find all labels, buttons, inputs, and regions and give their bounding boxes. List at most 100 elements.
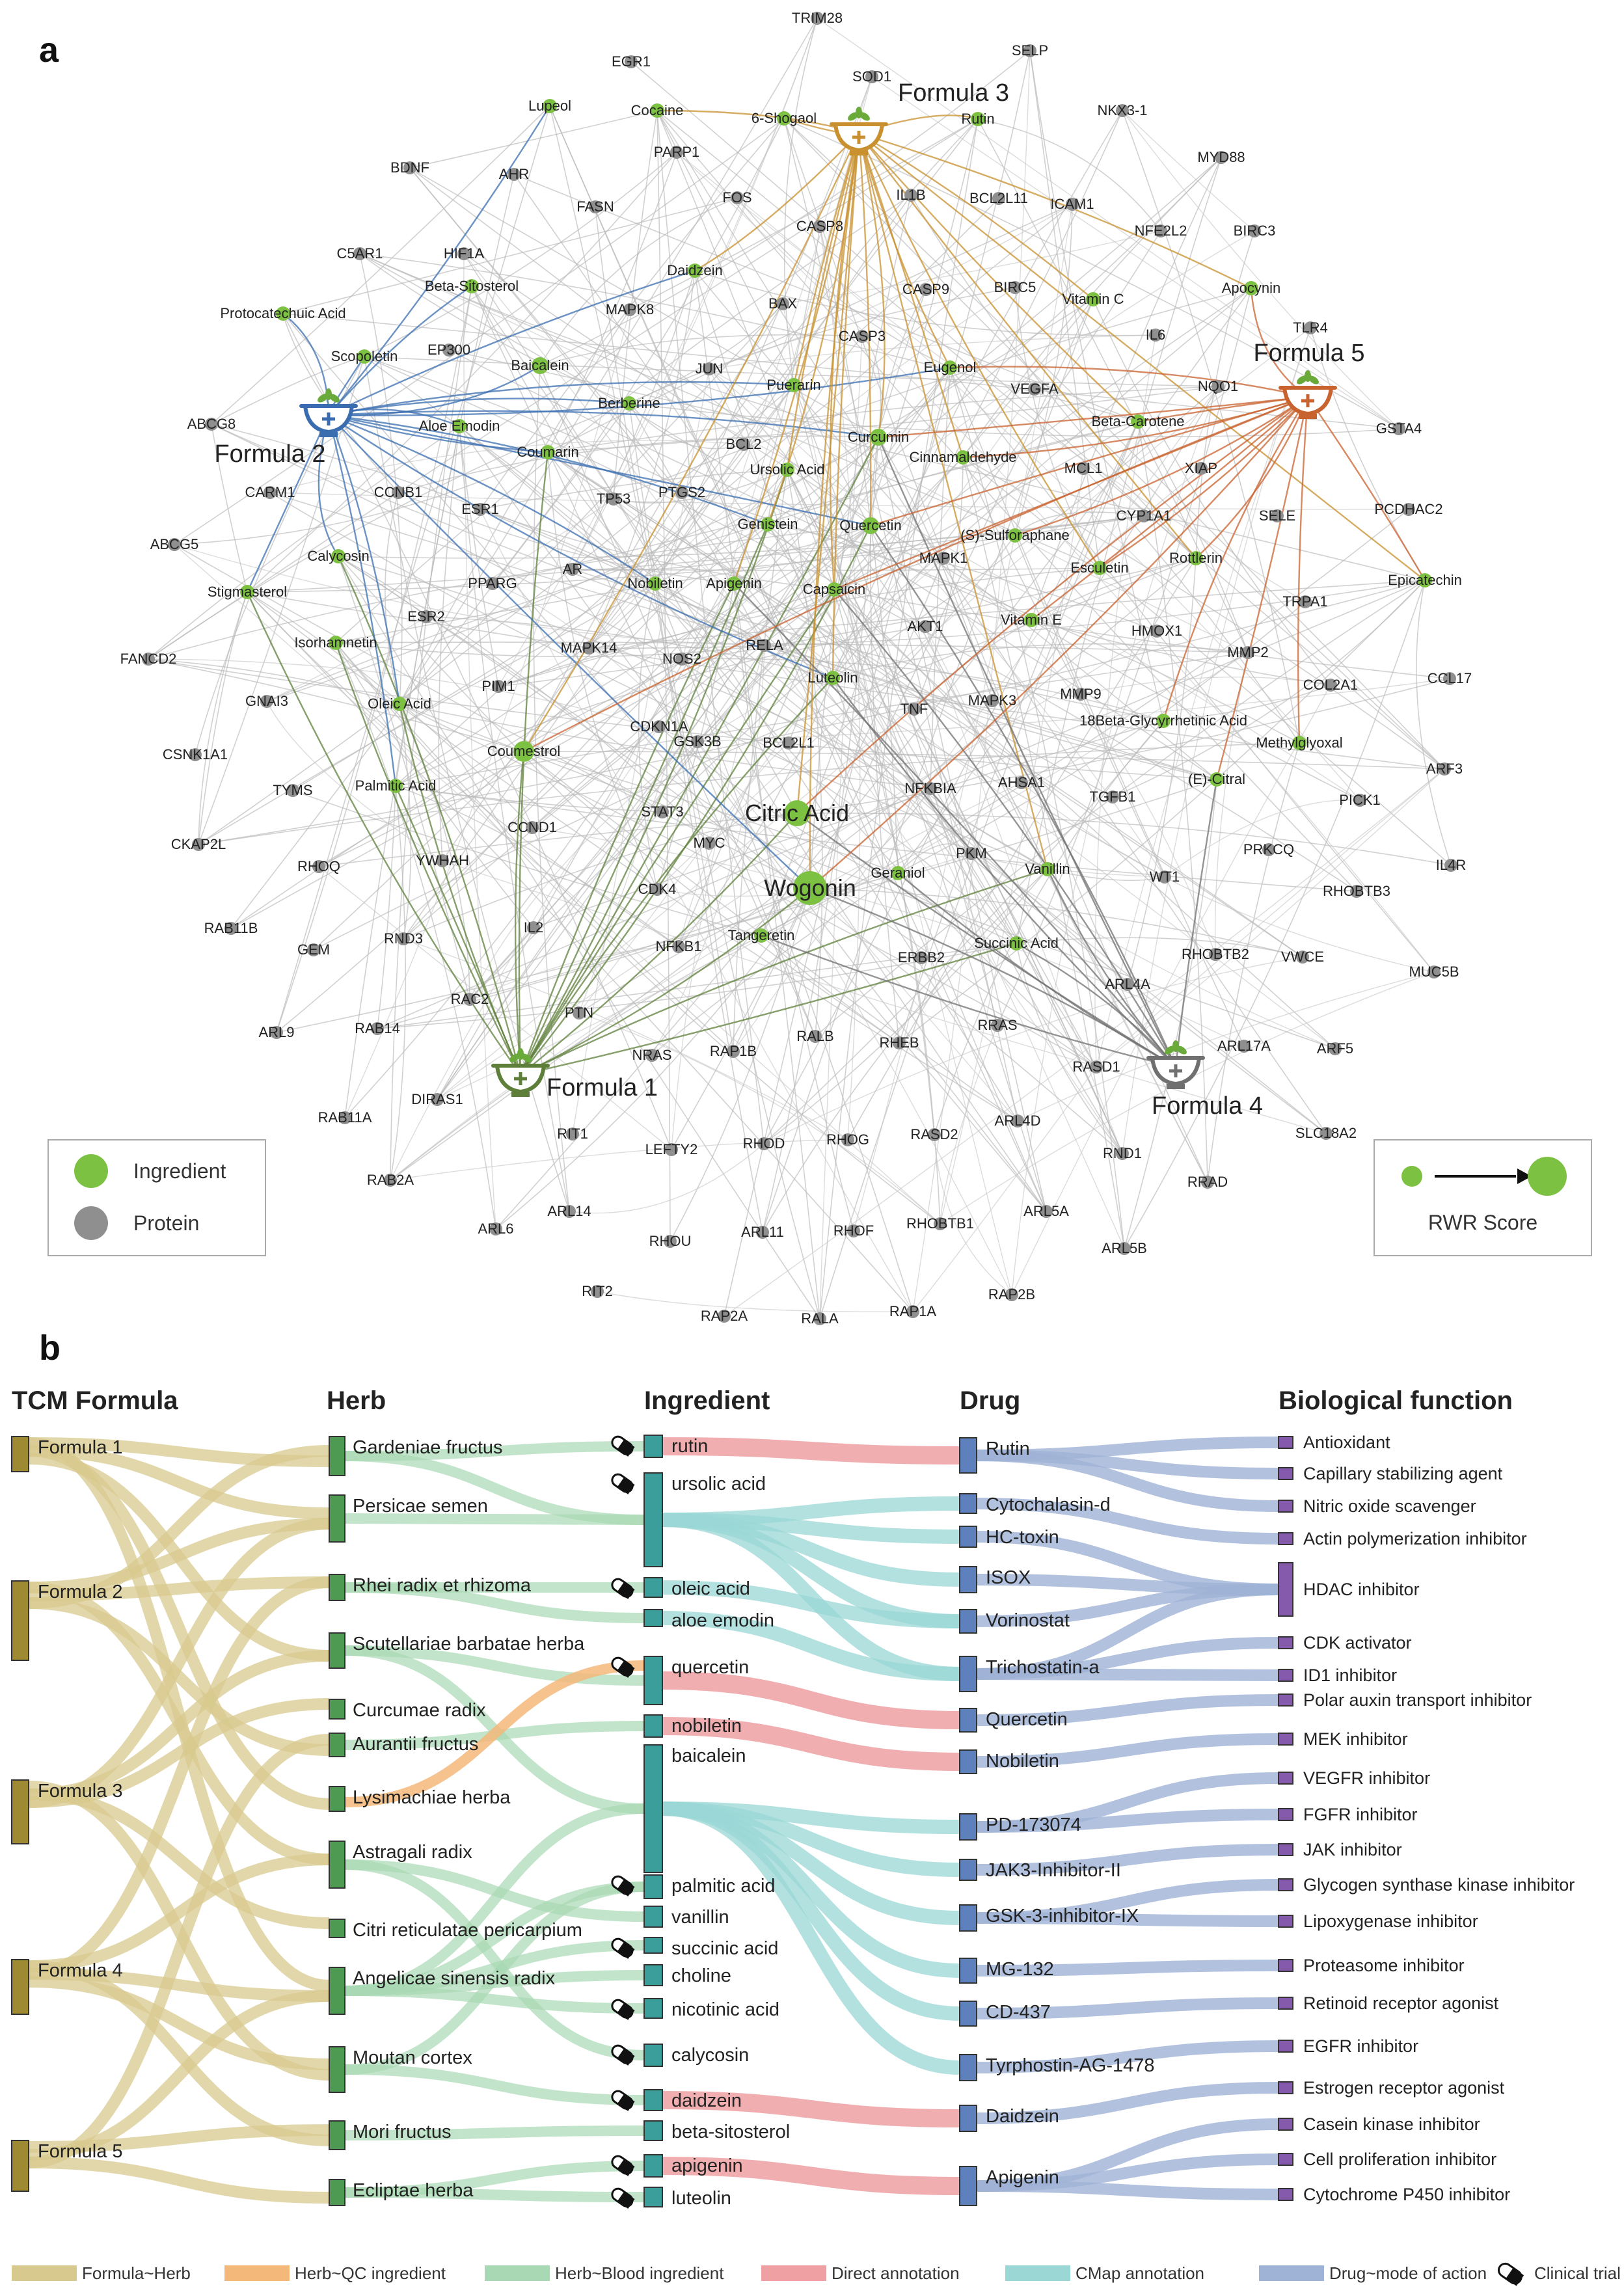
node-label: RAP2B (988, 1286, 1035, 1302)
formula-edge-f4 (761, 934, 1176, 1068)
network-edge (230, 421, 1139, 929)
network-edge (492, 583, 698, 742)
sankey-link (976, 1912, 1279, 1927)
function-node-estrogen-receptor-agonist: Estrogen receptor agonist (1278, 2078, 1505, 2098)
clinical-trial-icon (611, 1999, 635, 2020)
node-bar (643, 1609, 663, 1627)
formula-edge-f2 (328, 285, 472, 416)
formula-edge-f3 (858, 132, 1252, 290)
network-edge (1031, 157, 1222, 621)
sankey-link (28, 1597, 330, 1756)
network-edge (793, 385, 935, 1135)
node-label: Nitric oxide scavenger (1303, 1496, 1476, 1516)
node-label: BCL2L11 (969, 190, 1028, 206)
formula-edge-f3 (733, 133, 860, 584)
protein-marker (1299, 595, 1312, 608)
formula-label: Formula 4 (1152, 1092, 1263, 1120)
protein-legend-marker (74, 1206, 108, 1240)
formula-edge-f3 (809, 133, 860, 889)
node-bar (1278, 1733, 1293, 1746)
ingredient-node-vanillin: vanillin (643, 1906, 729, 1928)
protein-marker (1005, 1288, 1018, 1301)
network-edge (459, 425, 1047, 1212)
protein-node-fancd2: FANCD2 (120, 651, 177, 667)
node-label: Polar auxin transport inhibitor (1303, 1690, 1532, 1710)
protein-node-vegfa: VEGFA (1010, 381, 1059, 397)
protein-node-bcl2l1: BCL2L1 (763, 735, 815, 751)
network-edge (962, 457, 1081, 695)
node-label: Protocatechuic Acid (220, 305, 345, 321)
protein-node-rhobtb3: RHOBTB3 (1323, 883, 1390, 899)
rwr-score-legend: RWR Score (1374, 1139, 1592, 1256)
network-edge (174, 544, 941, 1224)
ingredient-node-palmitic-acid: palmitic acid (611, 1874, 776, 1899)
network-edge (459, 425, 1327, 1134)
protein-node-mmp9: MMP9 (1060, 686, 1102, 702)
node-bar (1278, 1915, 1293, 1928)
node-bar (959, 1566, 977, 1593)
ingredient-marker (648, 576, 662, 591)
protein-marker (656, 805, 669, 818)
node-bar (1278, 1772, 1293, 1785)
protein-marker (492, 680, 505, 693)
protein-marker (934, 1217, 947, 1230)
node-label: RHOBTB3 (1323, 883, 1390, 899)
protein-node-nfkb1: NFKB1 (656, 938, 702, 954)
protein-node-ywhah: YWHAH (416, 852, 469, 869)
node-label: RRAD (1187, 1174, 1228, 1190)
formula-edge-f3 (858, 133, 1426, 581)
node-bar (1278, 1500, 1293, 1513)
node-label: ARF3 (1426, 761, 1463, 777)
network-edge (1017, 971, 1435, 1122)
node-bar (1278, 1997, 1293, 2010)
network-edge (459, 425, 499, 687)
protein-marker (607, 493, 620, 506)
protein-marker (392, 486, 405, 499)
ingredient-node-quercetin: quercetin (611, 1656, 749, 1705)
network-edge (266, 498, 614, 702)
protein-node-cdkn1a: CDKN1A (630, 718, 688, 735)
network-edge (480, 509, 835, 590)
sankey-link (976, 1733, 1279, 1768)
node-bar (1278, 2118, 1293, 2131)
node-label: ESR2 (407, 608, 444, 625)
network-edge (532, 827, 1245, 1047)
network-edge (276, 105, 550, 1033)
protein-marker (672, 940, 685, 953)
herb-node-curcumae-radix: Curcumae radix (329, 1699, 486, 1721)
formula-edge-f4 (1046, 869, 1176, 1068)
protein-node-arl17a: ARL17A (1217, 1038, 1271, 1054)
sankey-link (976, 2040, 1279, 2073)
network-edge (912, 1066, 1097, 1312)
protein-marker (1320, 1127, 1333, 1140)
node-label: BAX (768, 295, 797, 312)
legend-swatch (12, 2265, 77, 2281)
network-edge (1094, 334, 1156, 1068)
protein-node-arl5b: ARL5B (1102, 1240, 1147, 1256)
ingredient-node-ursolic-acid: ursolic acid (611, 1472, 766, 1567)
formula-edge-f3 (858, 132, 1094, 300)
network-edge (1124, 580, 1426, 1249)
network-edge (399, 703, 1336, 1049)
protein-node-sod1: SOD1 (852, 68, 891, 85)
node-bar (643, 1714, 663, 1738)
node-bar (1278, 1636, 1293, 1649)
node-label: Antioxidant (1303, 1433, 1390, 1452)
protein-marker (651, 883, 664, 896)
network-edge (211, 424, 656, 584)
formula-edge-f2 (328, 414, 871, 527)
legend-label: Herb~QC ingredient (295, 2263, 446, 2283)
node-bar (329, 1841, 345, 1889)
protein-marker (1350, 885, 1363, 898)
network-edge (426, 616, 833, 679)
ingredient-node-puerarin: Puerarin (766, 377, 820, 393)
network-edge (651, 872, 899, 1056)
node-label: ARL4D (995, 1113, 1041, 1129)
node-bar (329, 1733, 345, 1757)
herb-node-persicae-semen: Persicae semen (329, 1494, 488, 1543)
node-bar (1278, 1808, 1293, 1821)
node-label: NQO1 (1198, 378, 1238, 394)
node-label: PARP1 (654, 144, 700, 160)
network-edge (1011, 684, 1331, 1295)
node-label: RND3 (384, 930, 423, 947)
